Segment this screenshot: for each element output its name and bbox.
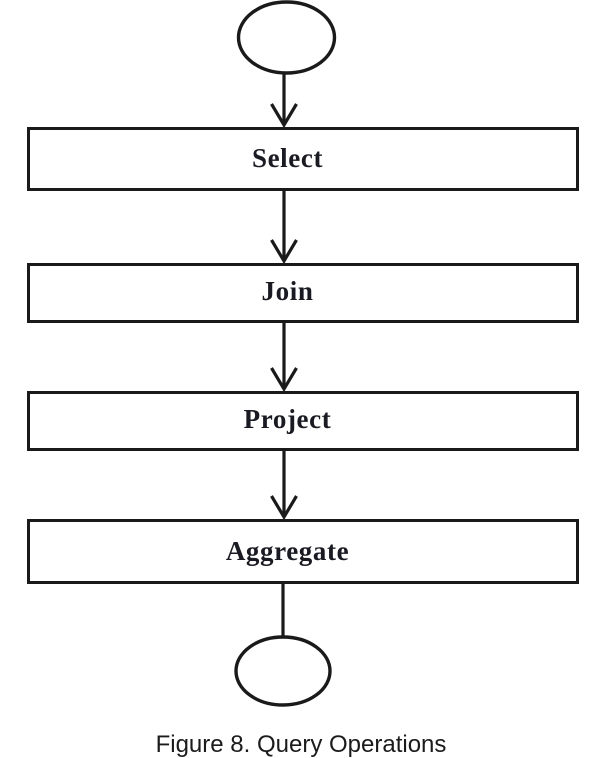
process-box-project xyxy=(27,391,579,451)
process-label-join: Join xyxy=(261,276,314,306)
connector-project-to-aggregate xyxy=(270,450,298,521)
process-box-join xyxy=(27,263,579,323)
process-label-aggregate: Aggregate xyxy=(225,536,350,566)
process-box-aggregate xyxy=(27,519,579,584)
process-label-project: Project xyxy=(243,404,332,434)
process-label-select: Select xyxy=(251,143,324,173)
connector-join-to-project xyxy=(270,322,298,393)
end-terminator-ellipse xyxy=(234,635,332,707)
connector-start-to-select xyxy=(270,73,298,129)
figure-caption: Figure 8. Query Operations xyxy=(155,731,447,758)
process-box-select xyxy=(27,127,579,191)
start-terminator-ellipse xyxy=(236,0,337,75)
connector-select-to-join xyxy=(270,190,298,265)
